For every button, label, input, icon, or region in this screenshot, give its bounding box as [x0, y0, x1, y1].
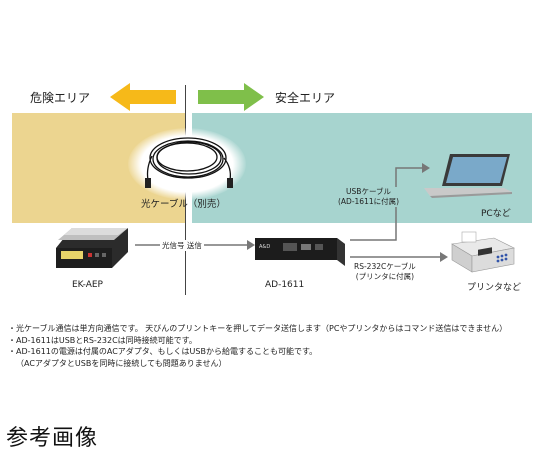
rs232-cable-name: RS-232Cケーブル	[354, 262, 416, 271]
optical-send-label: 光信号 送信	[160, 240, 204, 251]
rs232-cable-label: RS-232Cケーブル (プリンタに付属)	[354, 262, 416, 282]
usb-cable-name: USBケーブル	[346, 187, 391, 196]
note-line: ・AD-1611はUSBとRS-232Cは同時接続可能です。	[8, 335, 197, 345]
note-line: （ACアダプタとUSBを同時に接続しても問題ありません）	[16, 358, 227, 368]
optical-cable-label: 光ケーブル（別売）	[141, 199, 226, 210]
danger-zone-label: 危険エリア	[30, 91, 91, 105]
svg-text:A&D: A&D	[259, 244, 270, 250]
note-line: ・光ケーブル通信は単方向通信です。 天びんのプリントキーを押してデータ送信します…	[8, 324, 508, 333]
ad1611-device-icon: A&D	[255, 238, 345, 266]
safe-arrow-icon	[198, 83, 264, 111]
optical-cable-icon	[145, 137, 233, 188]
printer-icon	[451, 231, 515, 273]
rs232-connection-arrow	[350, 252, 448, 262]
ad1611-label: AD-1611	[265, 280, 305, 290]
balance-label: EK-AEP	[72, 280, 103, 290]
balance-device-icon	[56, 228, 128, 268]
usb-cable-label: USBケーブル (AD-1611に付属)	[338, 187, 400, 207]
rs232-cable-note: (プリンタに付属)	[355, 272, 415, 281]
safe-zone-label: 安全エリア	[275, 91, 336, 105]
notes-list: ・光ケーブル通信は単方向通信です。 天びんのプリントキーを押してデータ送信します…	[8, 323, 507, 369]
danger-arrow-icon	[110, 83, 176, 111]
laptop-icon	[424, 154, 512, 198]
note-line: ・AD-1611の電源は付属のACアダプタ、もしくはUSBから給電することも可能…	[8, 347, 318, 356]
usb-cable-note: (AD-1611に付属)	[338, 197, 400, 206]
pc-label: PCなど	[481, 209, 511, 219]
reference-image-title: 参考画像	[6, 426, 99, 451]
printer-label: プリンタなど	[467, 283, 522, 293]
